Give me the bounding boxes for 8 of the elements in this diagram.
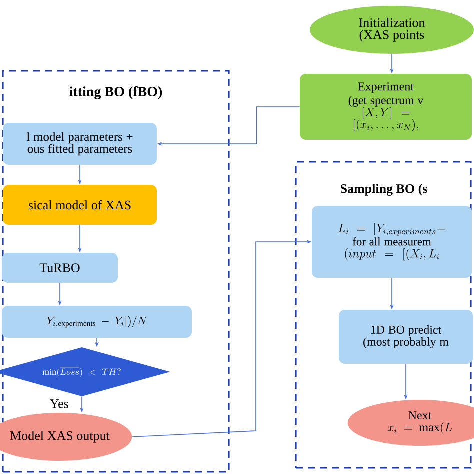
process-box: sical model of XAS (3, 185, 157, 225)
process-box: $Y_{i,\mathrm{experiments}} - Y_{i}|)/N$ (2, 306, 192, 338)
process-box: TuRBO (2, 253, 118, 283)
process-box: l model parameters + ous fitted parameters (3, 123, 157, 165)
process-box: 1D BO predict (most probably m (339, 310, 473, 364)
process-box: $L_{i} = |Y_{i,experiments} -$ for all measurem $(input = [(X_{i},L_{i}$ (312, 206, 472, 278)
process-box: Experiment (get spectrum v $[X,Y] = [(x_{i},\ldots,x_{N}),$ (300, 74, 472, 140)
edge-label: Yes (48, 398, 70, 410)
